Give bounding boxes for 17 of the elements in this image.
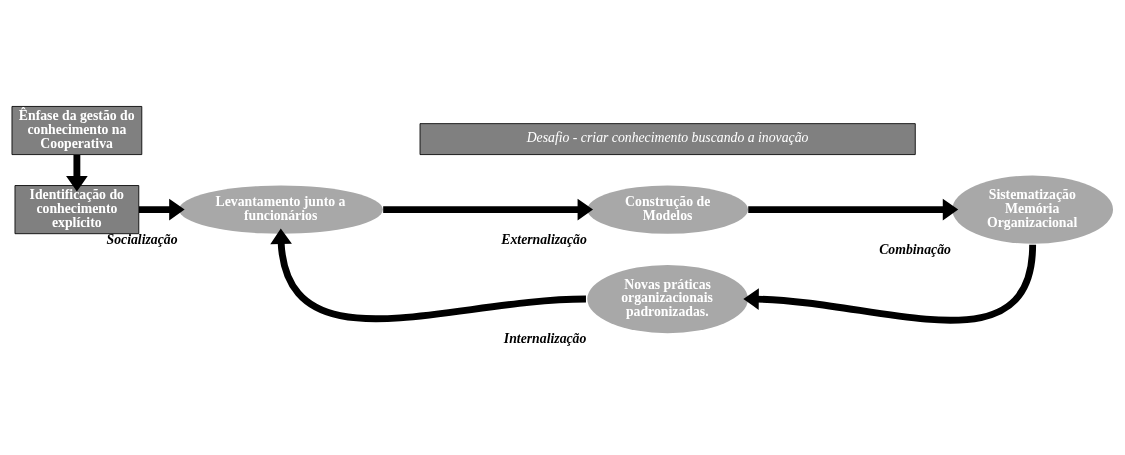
node-label: Socialização	[106, 232, 178, 248]
arrow	[743, 244, 1037, 324]
node-label: Externalização	[501, 232, 587, 248]
arrow	[748, 198, 959, 221]
arrow	[66, 155, 88, 192]
node-box: Desafio - criar conhecimento buscando a inovação	[419, 123, 916, 155]
node-ellipse: Novas práticas organizacionais padronizadas.	[587, 264, 749, 334]
node-ellipse: Construção de Modelos	[587, 185, 749, 234]
arrow	[139, 198, 185, 221]
node-ellipse: Sistematização Memória Organizacional	[952, 175, 1114, 244]
node-box: Identificação do conhecimento explícito	[14, 185, 140, 235]
node-label: Internalização	[503, 331, 587, 347]
node-ellipse: Levantamento junto a funcionários	[178, 185, 383, 234]
arrow	[270, 228, 587, 323]
node-box: Ênfase da gestão do conhecimento na Cooperativa	[11, 106, 143, 155]
node-label: Combinação	[879, 241, 951, 257]
arrow	[383, 198, 594, 221]
